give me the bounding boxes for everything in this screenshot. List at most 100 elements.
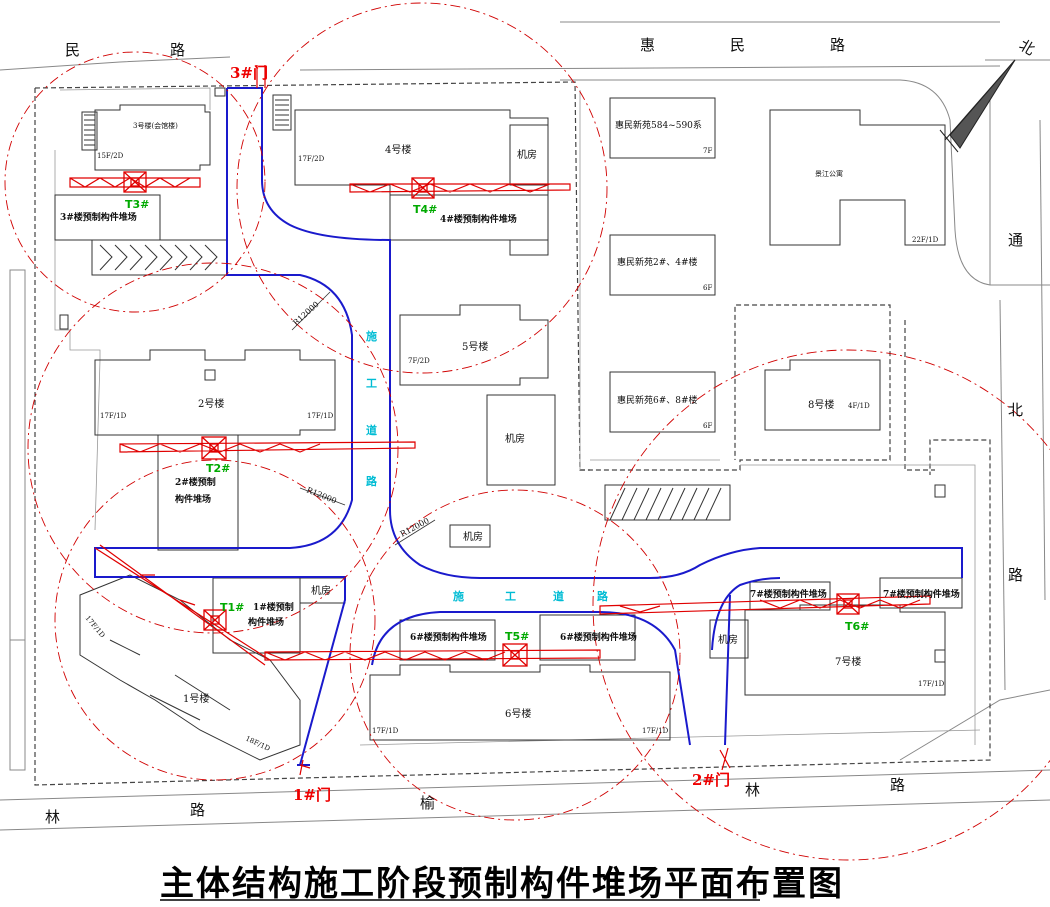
yard-2-label-line2: 构件堆场 xyxy=(175,493,211,505)
yard-3 xyxy=(54,194,161,241)
yard-1-label-line2: 构件堆场 xyxy=(248,616,284,628)
building-6 xyxy=(369,664,671,741)
road-char: 民 xyxy=(65,41,80,59)
building-ext1 xyxy=(609,97,716,159)
yard-7b xyxy=(879,577,963,609)
crane-t3-base xyxy=(123,171,147,193)
building-2-label: 2号楼 xyxy=(198,397,224,410)
road-char: 路 xyxy=(170,41,185,59)
ramp-left xyxy=(91,239,228,276)
machine-room-label: 机房 xyxy=(718,633,738,646)
building-6-label: 6号楼 xyxy=(505,707,531,720)
road-label-v: 工 xyxy=(366,377,377,390)
road-label-h: 道 xyxy=(553,589,564,603)
ramp-3 xyxy=(81,94,292,151)
yard-7b-label: 7#楼预制构件堆场 xyxy=(883,588,960,600)
road-label-v: 施 xyxy=(366,329,377,343)
road-char: 通 xyxy=(1008,231,1023,249)
construction-road xyxy=(94,87,963,766)
north-arrow-icon xyxy=(939,59,1016,153)
site-boundary xyxy=(34,81,991,786)
road-char: 林 xyxy=(45,808,60,826)
building-8 xyxy=(764,359,881,431)
building-4 xyxy=(294,109,549,256)
building-1-floors-a: 17F/1D xyxy=(83,614,106,640)
machine-room-label: 机房 xyxy=(517,148,537,161)
radius-lines xyxy=(291,291,436,546)
building-4-floors: 17F/2D xyxy=(298,155,325,163)
gate-3-label: 3#门 xyxy=(230,64,268,82)
yard-1-label-line1: 1#楼预制 xyxy=(253,601,294,613)
building-1-floors-b: 18F/1D xyxy=(244,735,271,753)
road-char: 榆 xyxy=(420,794,435,812)
building-8-label: 8号楼 xyxy=(808,398,834,411)
building-ext2-label: 惠民新苑2#、4#楼 xyxy=(617,256,698,268)
building-ext2 xyxy=(609,234,716,296)
building-2-floors-right: 17F/1D xyxy=(307,412,334,420)
yard-3-label: 3#楼预制构件堆场 xyxy=(60,211,137,223)
machine-room-label: 机房 xyxy=(311,584,331,597)
crane-t6-label: T6# xyxy=(845,620,869,633)
building-ext4-label: 景江公寓 xyxy=(815,169,843,178)
crane-t2-base xyxy=(201,436,227,460)
street-lines xyxy=(0,21,1050,831)
building-3 xyxy=(94,104,211,171)
crane-t5-label: T5# xyxy=(505,630,529,643)
crane-t2-label: T2# xyxy=(206,462,230,475)
crane-t4-base xyxy=(411,177,435,199)
building-2-floors-left: 17F/1D xyxy=(100,412,127,420)
building-5 xyxy=(399,304,549,386)
yard-6a xyxy=(399,619,496,661)
building-5-floors: 7F/2D xyxy=(408,357,430,365)
yard-7a xyxy=(749,581,831,611)
yard-4 xyxy=(389,194,549,241)
road-char: 民 xyxy=(730,36,745,54)
building-2 xyxy=(94,349,336,436)
yard-6b xyxy=(539,614,636,661)
crane-t1-base xyxy=(203,609,227,631)
crane-radii xyxy=(4,2,1050,861)
building-7 xyxy=(744,604,946,696)
gate-markers xyxy=(256,65,731,776)
road-label-h: 施 xyxy=(453,589,464,603)
road-char: 惠 xyxy=(640,36,655,54)
road-label-h: 路 xyxy=(597,589,609,603)
yard-2-label-line1: 2#楼预制 xyxy=(175,476,216,488)
building-7-label: 7号楼 xyxy=(835,655,861,668)
building-3-floors: 15F/2D xyxy=(97,152,124,160)
building-1-label: 1号楼 xyxy=(183,692,209,705)
building-ext3 xyxy=(609,371,716,433)
road-label-v: 路 xyxy=(366,474,378,488)
building-6-floors-right: 17F/1D xyxy=(642,727,669,735)
radius-label: R12000 xyxy=(399,516,431,539)
road-char: 路 xyxy=(1008,566,1023,584)
building-5-label: 5号楼 xyxy=(462,340,488,353)
building-ext1-label: 惠民新苑584~590系 xyxy=(615,119,702,131)
road-label-v: 道 xyxy=(366,423,377,437)
building-7-floors: 17F/1D xyxy=(918,680,945,688)
building-ext3-label: 惠民新苑6#、8#楼 xyxy=(617,394,698,406)
machine-room-label: 机房 xyxy=(463,530,483,543)
radius-label: R12000 xyxy=(305,486,338,506)
crane-t4-label: T4# xyxy=(413,203,437,216)
crane-t1-label: T1# xyxy=(220,601,244,614)
building-4-label: 4号楼 xyxy=(385,143,411,156)
building-ext4 xyxy=(769,109,946,246)
road-char: 北 xyxy=(1008,401,1023,419)
machine-room-label: 机房 xyxy=(505,432,525,445)
building-ext4-floors: 22F/1D xyxy=(912,236,939,244)
road-char: 路 xyxy=(830,36,845,54)
road-char: 北 xyxy=(1016,36,1038,59)
building-6-floors-left: 17F/1D xyxy=(372,727,399,735)
road-char: 路 xyxy=(890,776,905,794)
road-char: 路 xyxy=(190,801,205,819)
page-title: 主体结构施工阶段预制构件堆场平面布置图 xyxy=(160,864,844,904)
building-3-label: 3号楼(会馆楼) xyxy=(133,121,178,130)
yard-6a-label: 6#楼预制构件堆场 xyxy=(410,631,487,643)
radius-label: R12000 xyxy=(291,300,320,328)
gate-1-label: 1#门 xyxy=(293,786,331,804)
building-8-floors: 4F/1D xyxy=(848,402,870,410)
crane-booms xyxy=(69,177,931,666)
yard-2 xyxy=(157,434,239,551)
